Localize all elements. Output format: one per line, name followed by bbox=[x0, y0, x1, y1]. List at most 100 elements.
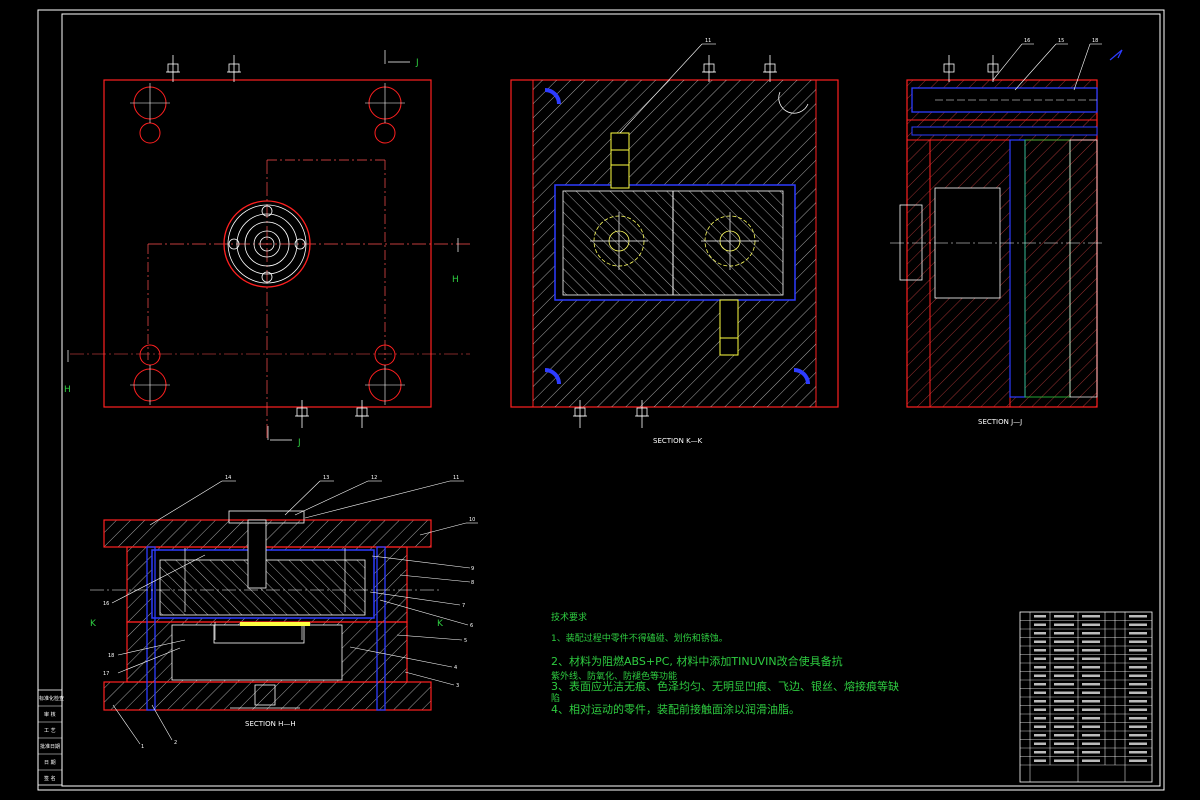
section-k-label-right: K bbox=[437, 619, 444, 629]
bom-cell-mark bbox=[1082, 708, 1100, 711]
notes-item-3-cont: 陷 bbox=[551, 692, 560, 704]
bom-cell-mark bbox=[1054, 700, 1074, 703]
bom-cell-mark bbox=[1129, 649, 1147, 652]
section-jj-view: 16 15 18 SECTION J—J bbox=[890, 38, 1123, 426]
bom-cell-mark bbox=[1082, 751, 1100, 754]
bom-cell-mark bbox=[1034, 742, 1046, 745]
callout-hh-3: 3 bbox=[456, 683, 459, 689]
section-h-label-left: H bbox=[64, 385, 71, 395]
bom-cell-mark bbox=[1054, 623, 1074, 626]
bom-cell-mark bbox=[1034, 640, 1046, 643]
bom-cell-mark bbox=[1054, 742, 1074, 745]
callout-hh-18: 18 bbox=[108, 653, 114, 659]
bom-cell-mark bbox=[1082, 666, 1100, 669]
bom-cell-mark bbox=[1054, 615, 1074, 618]
bom-cell-mark bbox=[1082, 623, 1100, 626]
bom-cell-mark bbox=[1034, 734, 1046, 737]
bom-cell-mark bbox=[1054, 674, 1074, 677]
plan-view: J J H H bbox=[64, 50, 470, 448]
bom-cell-mark bbox=[1034, 725, 1046, 728]
bom-cell-mark bbox=[1054, 759, 1074, 762]
bom-cell-mark bbox=[1034, 708, 1046, 711]
bom-cell-mark bbox=[1054, 657, 1074, 660]
bom-cell-mark bbox=[1129, 640, 1147, 643]
section-hh-caption: SECTION H—H bbox=[245, 720, 296, 728]
strip-row-3: 工 艺 bbox=[44, 728, 56, 734]
strip-row-5: 日 期 bbox=[44, 760, 56, 766]
bom-cell-mark bbox=[1082, 615, 1100, 618]
bom-cell-mark bbox=[1054, 632, 1074, 635]
notes-item-2-cont: 紫外线、防氧化、防褪色等功能 bbox=[551, 670, 677, 682]
bom-cell-mark bbox=[1034, 657, 1046, 660]
notes-item-3: 3、表面应光洁无痕、色泽均匀、无明显凹痕、飞边、银丝、熔接痕等缺 bbox=[551, 679, 899, 693]
bom-cell-mark bbox=[1129, 708, 1147, 711]
bom-cell-mark bbox=[1129, 691, 1147, 694]
bom-cell-mark bbox=[1129, 751, 1147, 754]
bom-cell-mark bbox=[1054, 734, 1074, 737]
strip-row-2: 审 核 bbox=[44, 711, 56, 718]
section-kk-caption: SECTION K—K bbox=[653, 437, 703, 445]
callout-hh-4: 4 bbox=[454, 665, 457, 671]
callout-hh-14: 14 bbox=[225, 475, 231, 481]
bom-cell-mark bbox=[1129, 632, 1147, 635]
callout-jj-18: 18 bbox=[1092, 38, 1098, 44]
bom-cell-mark bbox=[1082, 632, 1100, 635]
section-j-label-bottom: J bbox=[297, 438, 301, 448]
strip-row-4: 批准日期 bbox=[40, 743, 60, 750]
section-j-label-top: J bbox=[415, 58, 419, 68]
bom-cell-mark bbox=[1034, 751, 1046, 754]
notes-item-2: 2、材料为阻燃ABS+PC, 材料中添加TINUVIN改合使具备抗 bbox=[551, 654, 843, 668]
bom-cell-mark bbox=[1082, 700, 1100, 703]
bom-cell-mark bbox=[1129, 700, 1147, 703]
bom-cell-mark bbox=[1034, 632, 1046, 635]
bom-cell-mark bbox=[1034, 649, 1046, 652]
callout-kk-11: 11 bbox=[705, 38, 711, 44]
bom-cell-mark bbox=[1054, 683, 1074, 686]
section-hh-view: K K SECTION H—H 14 13 12 11 10 9 8 7 6 bbox=[90, 475, 478, 750]
callout-hh-6: 6 bbox=[470, 623, 473, 629]
bill-of-materials bbox=[1019, 611, 1153, 783]
technical-notes: 技术要求 1、装配过程中零件不得磕碰、划伤和锈蚀。 2、材料为阻燃ABS+PC,… bbox=[551, 611, 899, 716]
callout-hh-17: 17 bbox=[103, 671, 109, 677]
callout-hh-12: 12 bbox=[371, 475, 377, 481]
strip-row-6: 签 名 bbox=[44, 775, 56, 782]
bom-cell-mark bbox=[1082, 734, 1100, 737]
callout-hh-8: 8 bbox=[471, 580, 474, 586]
bom-cell-mark bbox=[1082, 725, 1100, 728]
section-k-label-left: K bbox=[90, 619, 97, 629]
callout-hh-7: 7 bbox=[462, 603, 465, 609]
bom-cell-mark bbox=[1034, 674, 1046, 677]
section-h-label-right: H bbox=[452, 275, 459, 285]
bom-cell-mark bbox=[1129, 717, 1147, 720]
bom-cell-mark bbox=[1034, 666, 1046, 669]
bom-cell-mark bbox=[1129, 657, 1147, 660]
bom-cell-mark bbox=[1129, 759, 1147, 762]
callout-jj-15: 15 bbox=[1058, 38, 1064, 44]
bom-cell-mark bbox=[1129, 725, 1147, 728]
bom-cell-mark bbox=[1129, 683, 1147, 686]
section-jj-caption: SECTION J—J bbox=[978, 418, 1022, 426]
bom-cell-mark bbox=[1129, 674, 1147, 677]
bom-cell-mark bbox=[1034, 615, 1046, 618]
bom-cell-mark bbox=[1034, 700, 1046, 703]
bom-cell-mark bbox=[1129, 623, 1147, 626]
callout-hh-11: 11 bbox=[453, 475, 459, 481]
bom-cell-mark bbox=[1082, 674, 1100, 677]
callout-hh-9: 9 bbox=[471, 566, 474, 572]
callout-jj-16: 16 bbox=[1024, 38, 1030, 44]
bom-cell-mark bbox=[1054, 666, 1074, 669]
bom-cell-mark bbox=[1034, 623, 1046, 626]
bom-cell-mark bbox=[1054, 725, 1074, 728]
bom-cell-mark bbox=[1129, 742, 1147, 745]
bom-cell-mark bbox=[1129, 615, 1147, 618]
strip-row-1: 标准化检查 bbox=[39, 695, 64, 702]
bom-cell-mark bbox=[1129, 734, 1147, 737]
bom-cell-mark bbox=[1034, 683, 1046, 686]
notes-item-4: 4、相对运动的零件，装配前接触面涂以润滑油脂。 bbox=[551, 702, 800, 716]
bom-cell-mark bbox=[1082, 691, 1100, 694]
bom-cell-mark bbox=[1082, 717, 1100, 720]
bom-cell-mark bbox=[1054, 717, 1074, 720]
callout-hh-16: 16 bbox=[103, 601, 109, 607]
bom-cell-mark bbox=[1054, 691, 1074, 694]
